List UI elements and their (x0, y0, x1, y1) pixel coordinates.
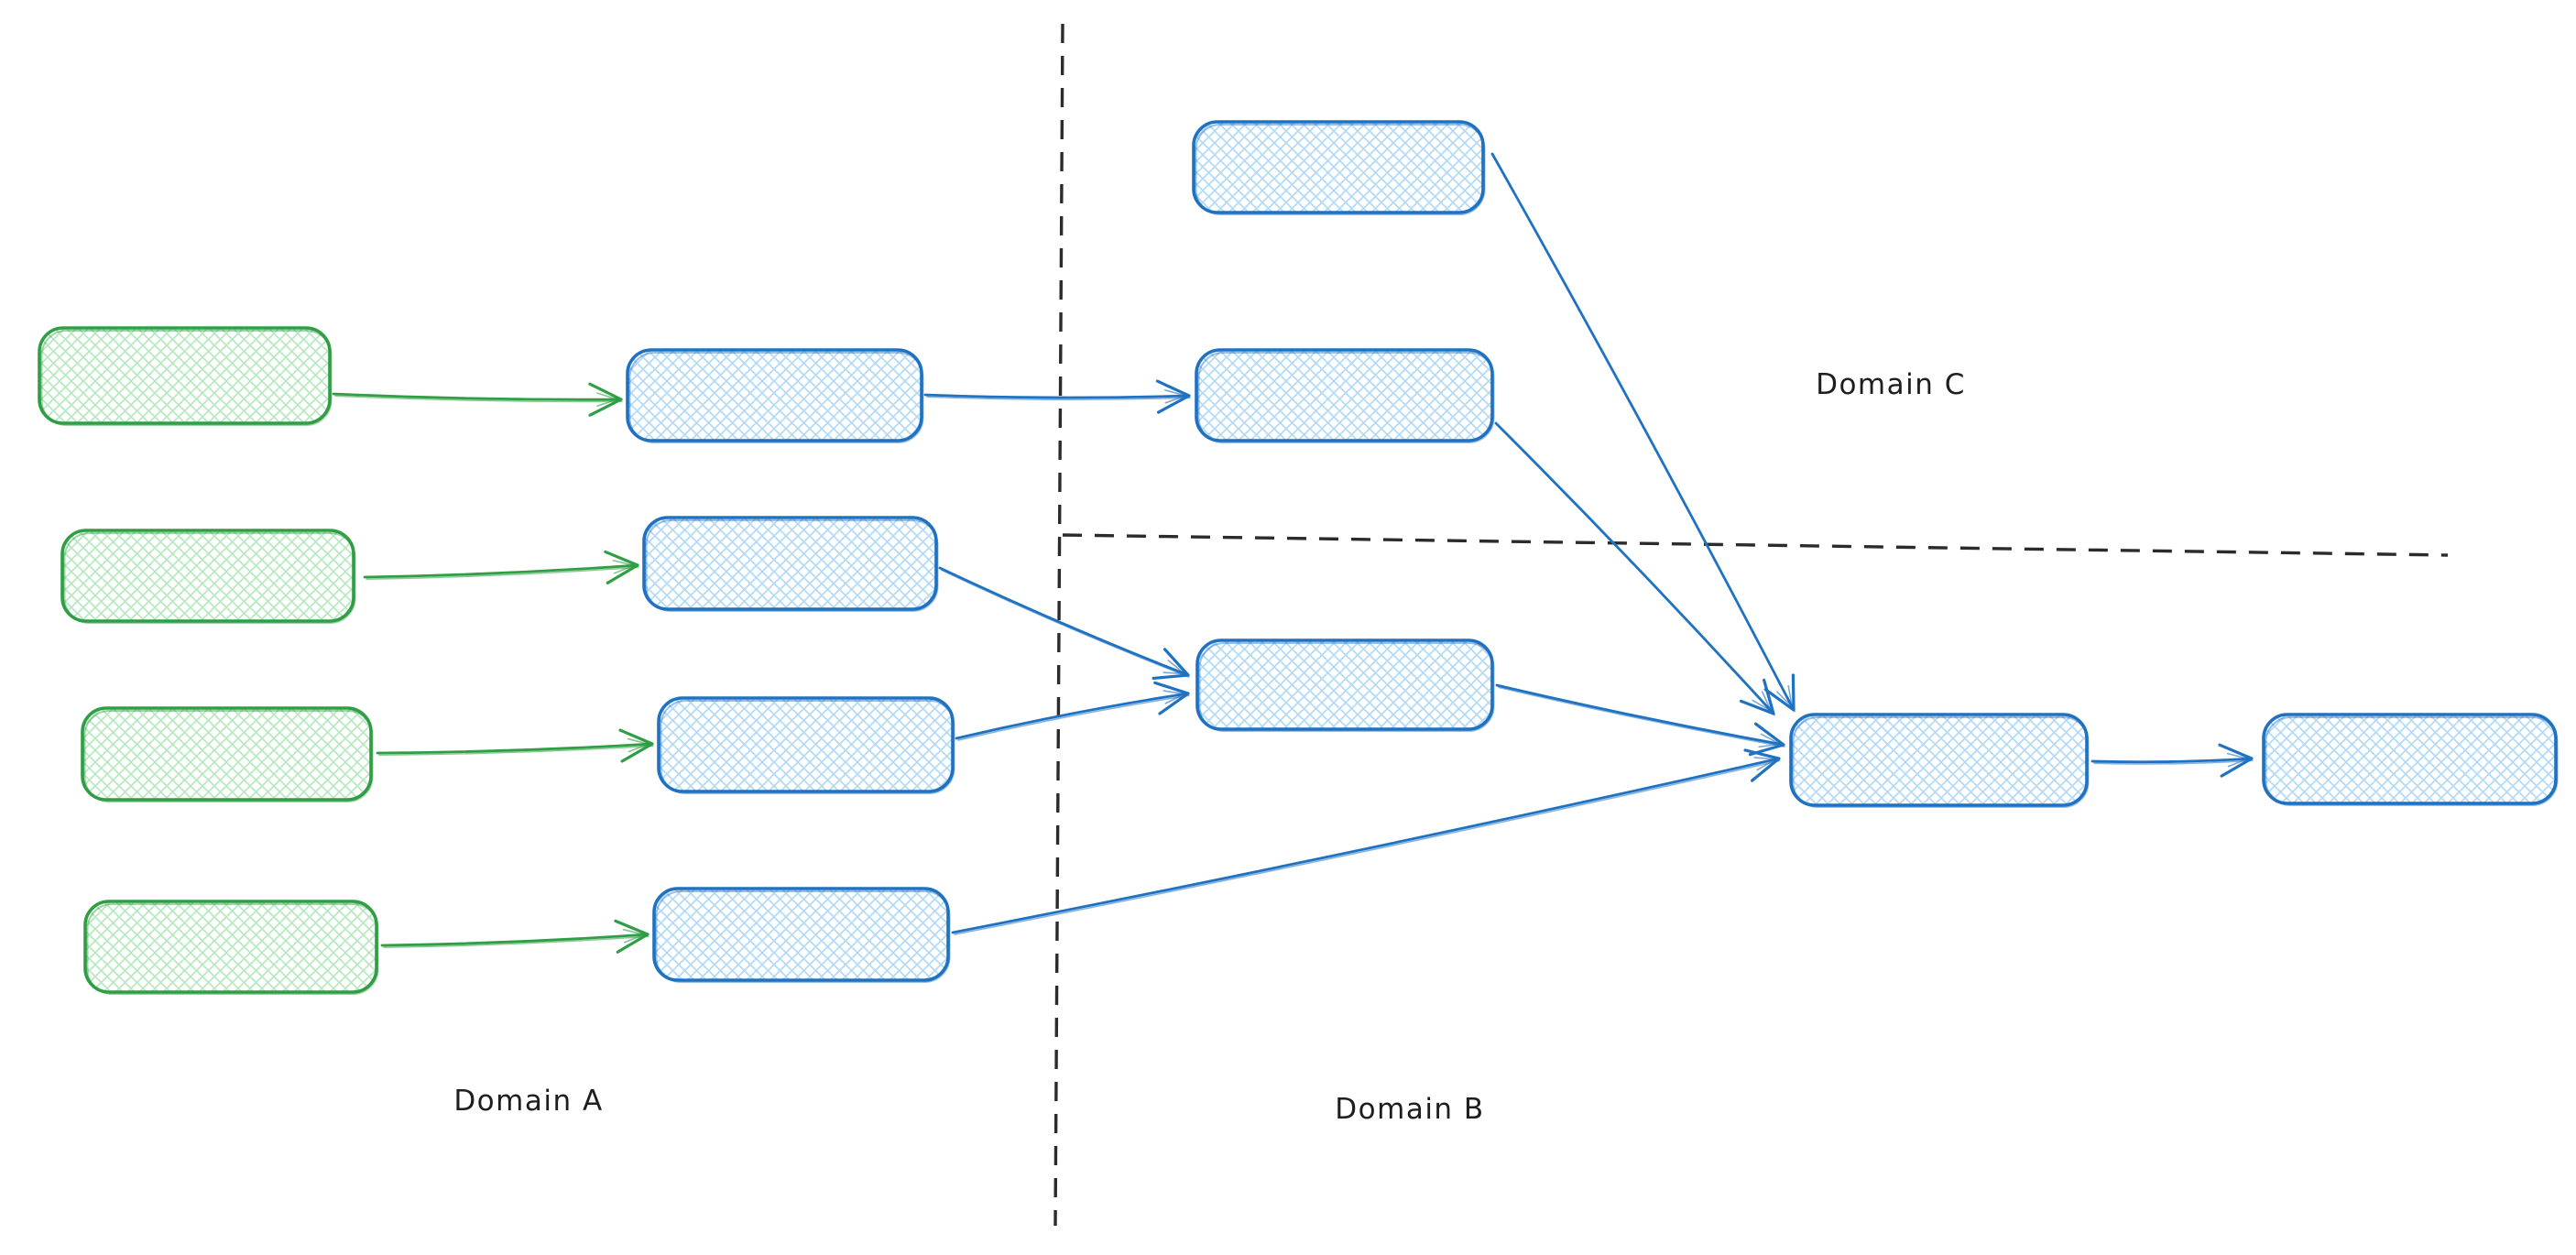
node-blue-a2[interactable] (642, 516, 939, 612)
edge-a2-to-b3[interactable] (938, 566, 1190, 681)
node-green-2[interactable] (60, 529, 356, 624)
edge-b3-to-hub[interactable] (1495, 683, 1785, 757)
node-blue-a4[interactable] (652, 887, 951, 983)
edge-green4-to-a4[interactable] (380, 919, 649, 954)
label-domain-c[interactable]: Domain C (1816, 368, 1966, 401)
edge-a1-to-b2[interactable] (923, 379, 1191, 414)
node-green-3[interactable] (81, 706, 374, 802)
node-blue-final[interactable] (2262, 713, 2559, 806)
edge-green1-to-a1[interactable] (332, 382, 623, 417)
node-blue-b2[interactable] (1195, 348, 1495, 443)
node-blue-b1[interactable] (1192, 120, 1486, 215)
node-blue-b3[interactable] (1195, 638, 1495, 732)
edge-green3-to-a3[interactable] (376, 728, 654, 763)
edge-a4-to-hub[interactable] (951, 748, 1781, 935)
edge-b2-to-hub[interactable] (1494, 421, 1775, 716)
edge-b1-to-hub[interactable] (1490, 152, 1796, 713)
node-blue-a1[interactable] (626, 348, 924, 443)
node-blue-a3[interactable] (657, 696, 955, 794)
divider-horizontal[interactable] (1062, 533, 2449, 557)
label-domain-a[interactable]: Domain A (453, 1085, 603, 1118)
label-domain-b[interactable]: Domain B (1335, 1093, 1484, 1126)
edge-green2-to-a2[interactable] (363, 550, 639, 584)
edge-hub-to-final[interactable] (2090, 743, 2254, 778)
node-green-1[interactable] (38, 326, 333, 426)
node-green-4[interactable] (83, 900, 379, 995)
edge-a3-to-b3[interactable] (955, 681, 1190, 741)
node-blue-hub[interactable] (1789, 713, 2090, 808)
divider-vertical[interactable] (1053, 23, 1064, 1227)
